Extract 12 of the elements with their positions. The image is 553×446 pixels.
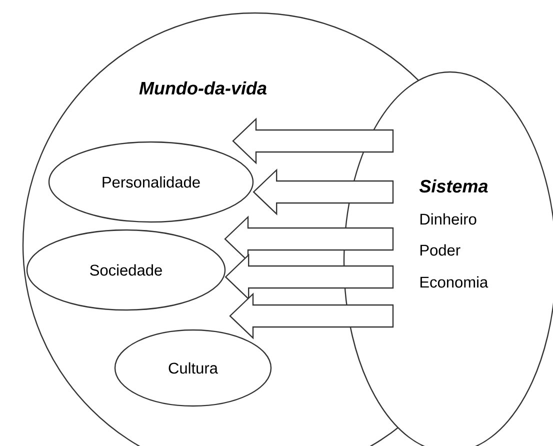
- ellipse-box: Sociedade: [26, 229, 226, 311]
- block-arrow: [232, 118, 394, 164]
- heading: Sistema: [419, 179, 488, 193]
- ellipse-box: Personalidade: [48, 141, 254, 223]
- list-item: Dinheiro: [420, 213, 476, 225]
- block-arrow: [252, 168, 394, 216]
- list-item: Poder: [420, 244, 460, 256]
- block-arrow: [229, 292, 394, 340]
- block-arrow: [224, 254, 394, 300]
- heading: Mundo-da-vida: [139, 81, 266, 95]
- ellipse-box: Cultura: [114, 329, 272, 407]
- list-item: Economia: [420, 276, 488, 288]
